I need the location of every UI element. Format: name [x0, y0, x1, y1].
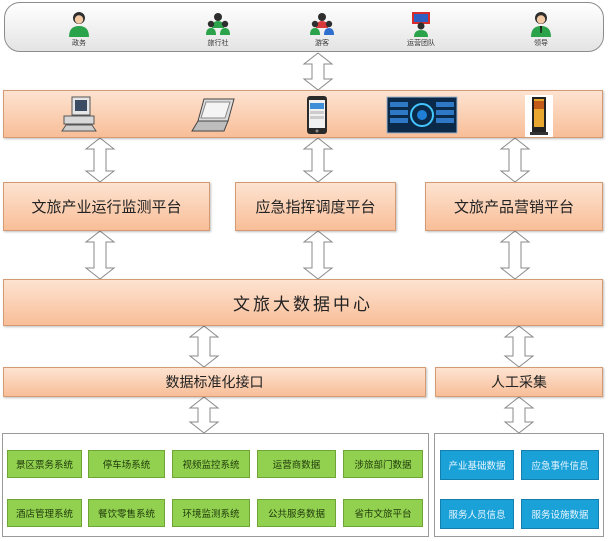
double-arrow-connector	[84, 230, 116, 280]
smartphone-icon	[307, 96, 327, 134]
operations-team-icon	[412, 12, 430, 37]
system-chip[interactable]: 视频监控系统	[172, 450, 250, 478]
user-tourist: 游客	[292, 11, 352, 48]
user-operations-team: 运营团队	[391, 11, 451, 48]
source-systems-panel: 景区票务系统 停车场系统 视频监控系统 运营商数据 涉旅部门数据 酒店管理系统 …	[2, 433, 429, 537]
platform-monitoring[interactable]: 文旅产业运行监测平台	[3, 182, 210, 231]
double-arrow-connector	[188, 396, 220, 434]
user-government: 政务	[49, 11, 109, 48]
user-leader: 领导	[511, 11, 571, 48]
kiosk-terminal-icon	[525, 95, 553, 137]
user-label: 游客	[315, 39, 329, 47]
double-arrow-connector	[302, 137, 334, 183]
tourist-group-icon	[310, 13, 334, 35]
government-user-icon	[69, 12, 89, 37]
system-chip[interactable]: 停车场系统	[88, 450, 165, 478]
desktop-computer-icon	[61, 96, 97, 132]
system-chip[interactable]: 运营商数据	[257, 450, 336, 478]
system-chip[interactable]: 餐饮零售系统	[88, 499, 165, 527]
system-chip[interactable]: 酒店管理系统	[7, 499, 82, 527]
user-label: 旅行社	[207, 39, 229, 47]
double-arrow-connector	[84, 137, 116, 183]
user-roles-bar: 政务 旅行社 游客 运营团队	[4, 2, 604, 52]
system-chip[interactable]: 公共服务数据	[257, 499, 336, 527]
system-chip[interactable]: 涉旅部门数据	[343, 450, 423, 478]
user-label: 运营团队	[407, 39, 435, 47]
system-chip[interactable]: 省市文旅平台	[343, 499, 423, 527]
manual-data-chip[interactable]: 服务设施数据	[521, 499, 599, 529]
manual-collection[interactable]: 人工采集	[435, 367, 603, 397]
double-arrow-connector	[499, 137, 531, 183]
system-chip[interactable]: 环境监测系统	[172, 499, 250, 527]
double-arrow-connector	[499, 230, 531, 280]
manual-data-panel: 产业基础数据 应急事件信息 服务人员信息 服务设施数据	[434, 433, 604, 537]
manual-data-chip[interactable]: 产业基础数据	[440, 450, 514, 480]
leader-user-icon	[531, 12, 551, 37]
manual-data-chip[interactable]: 应急事件信息	[521, 450, 599, 480]
large-screen-display-icon	[386, 96, 458, 134]
platform-emergency-command[interactable]: 应急指挥调度平台	[235, 182, 396, 231]
double-arrow-connector	[503, 396, 535, 434]
access-devices-bar	[3, 90, 603, 138]
user-travel-agency: 旅行社	[188, 11, 248, 48]
user-label: 领导	[534, 39, 548, 47]
double-arrow-connector	[302, 230, 334, 280]
double-arrow-connector	[503, 325, 535, 368]
double-arrow-connector	[302, 52, 334, 91]
platform-marketing[interactable]: 文旅产品营销平台	[425, 182, 603, 231]
double-arrow-connector	[188, 325, 220, 368]
standard-data-interface[interactable]: 数据标准化接口	[3, 367, 426, 397]
data-center[interactable]: 文旅大数据中心	[3, 279, 603, 326]
manual-data-chip[interactable]: 服务人员信息	[440, 499, 514, 529]
travel-agency-group-icon	[206, 13, 230, 35]
laptop-icon	[191, 98, 235, 132]
user-label: 政务	[72, 39, 86, 47]
system-chip[interactable]: 景区票务系统	[7, 450, 82, 478]
